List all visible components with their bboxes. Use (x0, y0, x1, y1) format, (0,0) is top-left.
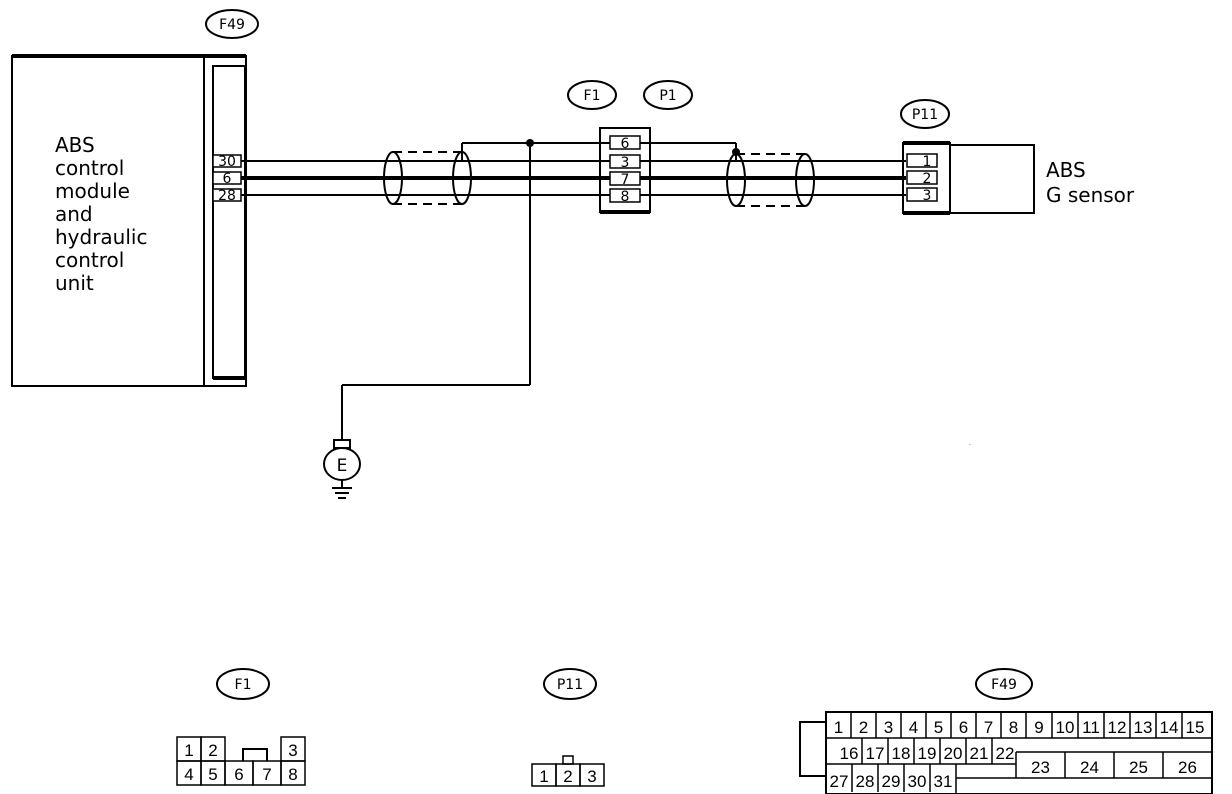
abs-module-label-line: hydraulic (55, 225, 147, 249)
f49-pin: 3 (884, 718, 893, 737)
ground-symbol: E (323, 439, 361, 499)
p11-pin: 2 (563, 767, 572, 786)
f1-pin: 8 (288, 765, 297, 784)
f1-top-tag: F1 (567, 80, 617, 110)
f49-pin: 11 (1082, 718, 1100, 737)
f49-pin: 8 (1009, 718, 1018, 737)
abs-module-pin: 28 (218, 188, 236, 204)
inline-connector-pin: 7 (621, 172, 630, 188)
f49-pin: 13 (1134, 718, 1153, 737)
ground-wire (341, 384, 530, 440)
f49-pin: 24 (1080, 758, 1099, 777)
g-sensor-pin: 1 (923, 154, 932, 170)
inline-connector-pin: 3 (621, 155, 630, 171)
g-sensor-label-line: ABS (1046, 158, 1086, 182)
svg-text:P11: P11 (912, 107, 938, 123)
abs-module-pin: 30 (218, 154, 236, 170)
g-sensor-pin: 3 (923, 188, 932, 204)
f49-pin: 12 (1108, 718, 1127, 737)
f49-pin: 6 (959, 718, 968, 737)
p1-top-tag: P1 (643, 80, 693, 110)
f49-pin: 16 (840, 744, 859, 763)
f49-pin: 23 (1031, 758, 1050, 777)
stray-dot: . (969, 440, 971, 447)
abs-module-label-line: and (55, 202, 93, 226)
f49-pin: 20 (944, 744, 963, 763)
svg-text:F49: F49 (219, 17, 245, 33)
f1-pin: 2 (208, 741, 217, 760)
f49-pin: 5 (934, 718, 943, 737)
p11-connector-face (531, 755, 605, 787)
f49-pin: 31 (934, 772, 953, 791)
inline-connector-pin: 8 (621, 189, 630, 205)
inline-connector-f1-p1: 6 3 7 8 (599, 127, 651, 214)
p11-top-tag: P11 (900, 99, 950, 129)
f49-pin: 18 (892, 744, 911, 763)
svg-text:F1: F1 (235, 677, 252, 693)
f1-pin: 1 (184, 741, 193, 760)
svg-text:P11: P11 (557, 677, 583, 693)
inline-connector-pin: 6 (621, 136, 630, 152)
abs-module-pin: 6 (223, 171, 232, 187)
f49-bottom-tag: F49 (975, 668, 1033, 700)
svg-text:F1: F1 (584, 88, 601, 104)
f1-bottom-tag: F1 (216, 668, 270, 700)
f49-pin: 26 (1178, 758, 1197, 777)
f1-connector-pins: 1 2 3 4 5 6 7 8 (184, 741, 297, 784)
ground-label: E (337, 456, 348, 476)
f49-pin: 22 (996, 744, 1015, 763)
abs-control-module: ABS control module and hydraulic control… (11, 54, 247, 387)
g-sensor-pin: 2 (923, 171, 932, 187)
f49-pin: 29 (882, 772, 901, 791)
f1-connector-face (176, 736, 306, 786)
f1-pin: 3 (288, 741, 297, 760)
f49-pin: 4 (909, 718, 918, 737)
abs-module-label-line: control (55, 248, 124, 272)
f49-pin: 21 (970, 744, 989, 763)
f49-pin: 28 (856, 772, 875, 791)
f1-pin: 4 (184, 765, 193, 784)
f49-pin: 14 (1160, 718, 1179, 737)
f49-pin: 15 (1186, 718, 1205, 737)
f49-pin: 7 (984, 718, 993, 737)
f49-pin: 17 (866, 744, 885, 763)
f49-pin: 19 (918, 744, 937, 763)
f49-pin: 1 (834, 718, 843, 737)
shield-left (383, 151, 472, 205)
svg-text:P1: P1 (659, 88, 676, 104)
f1-pin: 7 (262, 765, 271, 784)
abs-module-label-line: module (55, 179, 130, 203)
g-sensor-label-line: G sensor (1046, 183, 1135, 207)
f49-top-tag: F49 (205, 9, 259, 39)
f49-pin: 2 (859, 718, 868, 737)
svg-text:F49: F49 (991, 677, 1017, 693)
f49-pin: 30 (908, 772, 927, 791)
f49-pin: 9 (1034, 718, 1043, 737)
p11-bottom-tag: P11 (543, 668, 597, 700)
shield-right (726, 153, 815, 207)
harness-right (640, 142, 906, 196)
g-sensor: 1 2 3 ABS G sensor (902, 141, 1135, 215)
abs-module-label-line: unit (55, 271, 94, 295)
p11-pin: 3 (587, 767, 596, 786)
f49-pin: 10 (1056, 718, 1075, 737)
f49-pin: 27 (830, 772, 849, 791)
abs-module-label-line: ABS (55, 133, 95, 157)
abs-module-label-line: control (55, 156, 124, 180)
f49-pin: 25 (1129, 758, 1148, 777)
f1-pin: 6 (234, 765, 243, 784)
harness-left (241, 139, 610, 385)
p11-pin: 1 (539, 767, 548, 786)
p11-connector-pins: 1 2 3 (539, 767, 596, 786)
f1-pin: 5 (208, 765, 217, 784)
